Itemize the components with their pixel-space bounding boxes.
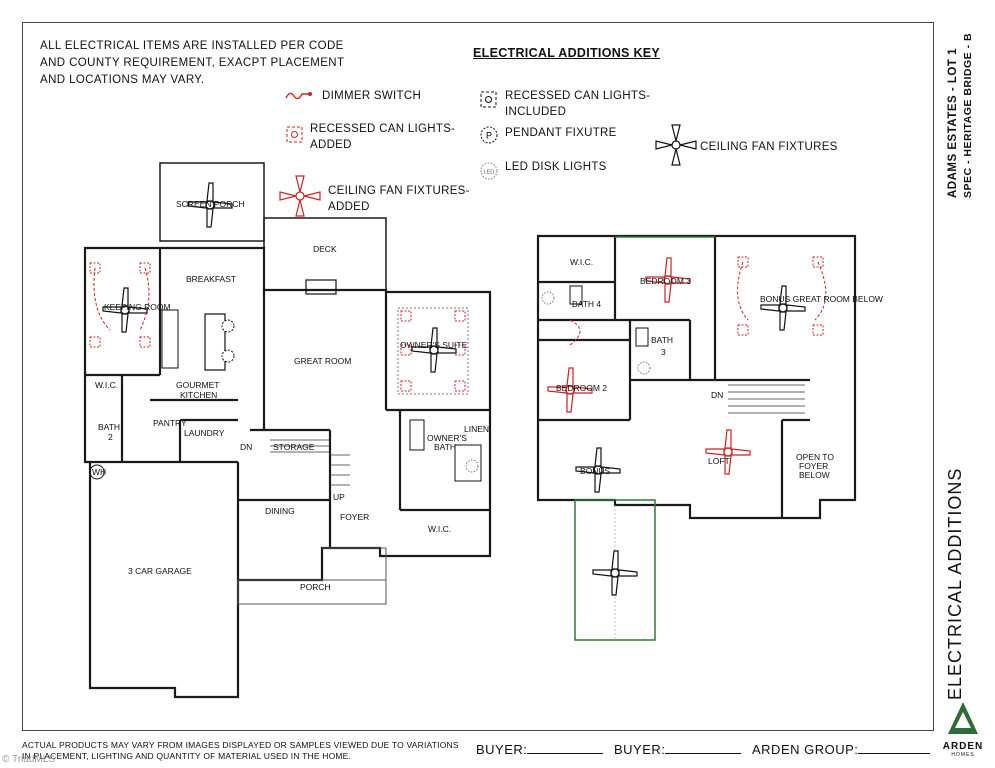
- label-bath2: BATH: [98, 422, 120, 432]
- key-pendant-label: PENDANT FIXUTRE: [505, 127, 617, 139]
- label-bath4: BATH 4: [572, 299, 601, 309]
- label-owners-suite: OWNER'S SUITE: [400, 340, 468, 350]
- label-bedroom3: BEDROOM 3: [640, 276, 691, 286]
- label-linen: LINEN: [464, 424, 489, 434]
- label-deck: DECK: [313, 244, 337, 254]
- recessed-included-icon: [480, 91, 497, 108]
- project-spec: SPEC - HERITAGE BRIDGE - B: [962, 32, 974, 198]
- buyer2-signature: BUYER:: [614, 741, 742, 757]
- recessed-added-icon: [286, 126, 303, 143]
- label-wh: WH: [92, 467, 106, 477]
- label-open-foyer-1: OPEN TO: [796, 452, 834, 462]
- label-foyer: FOYER: [340, 512, 369, 522]
- label-open-foyer-2: FOYER: [799, 461, 828, 471]
- label-dn: DN: [240, 442, 252, 452]
- label-bath2-num: 2: [108, 432, 113, 442]
- key-led-label: LED DISK LIGHTS: [505, 161, 607, 173]
- project-name: ADAMS ESTATES - LOT 1: [947, 48, 959, 198]
- key-recessed-added-label: RECESSED CAN LIGHTS-ADDED: [310, 123, 456, 151]
- label-upper-dn: DN: [711, 390, 723, 400]
- label-wic-left: W.I.C.: [95, 380, 118, 390]
- key-title: ELECTRICAL ADDITIONS KEY: [473, 46, 661, 60]
- label-open-foyer-3: BELOW: [799, 470, 830, 480]
- label-loft: LOFT: [708, 456, 730, 466]
- arden-logo: ARDEN HOMES: [938, 700, 988, 758]
- label-up: UP: [333, 492, 345, 502]
- label-dining: DINING: [265, 506, 295, 516]
- svg-text:P: P: [486, 131, 492, 141]
- svg-text:LED: LED: [484, 170, 495, 176]
- key-fan-label: CEILING FAN FIXTURES: [700, 141, 838, 153]
- label-bedroom2: BEDROOM 2: [556, 383, 607, 393]
- label-storage: STORAGE: [273, 442, 315, 452]
- label-great-room: GREAT ROOM: [294, 356, 351, 366]
- logo-mountain-icon: [948, 702, 978, 734]
- pendant-icon: P: [480, 126, 498, 144]
- label-pantry: PANTRY: [153, 418, 187, 428]
- label-bath3-1: BATH: [651, 335, 673, 345]
- key-dimmer-label: DIMMER SWITCH: [322, 90, 422, 102]
- sheet-border: [22, 22, 934, 731]
- ceiling-fan-added-icon: [279, 175, 321, 217]
- label-gourmet: GOURMET: [176, 380, 219, 390]
- arden-group-signature: ARDEN GROUP:: [752, 741, 931, 757]
- watermark: © TriadMLS: [2, 754, 55, 765]
- label-owners-bath-1: OWNER'S: [427, 433, 467, 443]
- label-wic-owner: W.I.C.: [428, 524, 451, 534]
- electrical-notice: ALL ELECTRICAL ITEMS ARE INSTALLED PER C…: [40, 40, 345, 86]
- label-laundry: LAUNDRY: [184, 428, 225, 438]
- label-bonus: BONUS: [580, 466, 611, 476]
- label-bonus-great: BONUS GREAT ROOM BELOW: [760, 294, 883, 304]
- key-fan-added-label: CEILING FAN FIXTURES-ADDED: [328, 185, 470, 213]
- dimmer-switch-icon: [285, 92, 312, 100]
- label-breakfast: BREAKFAST: [186, 274, 236, 284]
- label-porch: PORCH: [300, 582, 331, 592]
- sheet-title: ELECTRICAL ADDITIONS: [945, 467, 965, 700]
- led-disk-icon: LED: [480, 162, 498, 180]
- label-kitchen: KITCHEN: [180, 390, 217, 400]
- footer-disclaimer: ACTUAL PRODUCTS MAY VARY FROM IMAGES DIS…: [22, 740, 459, 761]
- label-keeping-room: KEEPING ROOM: [104, 302, 171, 312]
- label-garage: 3 CAR GARAGE: [128, 566, 192, 576]
- label-owners-bath-2: BATH: [434, 442, 456, 452]
- key-recessed-included-label: RECESSED CAN LIGHTS-INCLUDED: [505, 90, 651, 118]
- buyer1-signature: BUYER:: [476, 741, 604, 757]
- label-upper-wic: W.I.C.: [570, 257, 593, 267]
- label-bath3-2: 3: [661, 347, 666, 357]
- label-screen-porch: SCREEN PORCH: [176, 199, 244, 209]
- ceiling-fan-icon: [655, 124, 697, 166]
